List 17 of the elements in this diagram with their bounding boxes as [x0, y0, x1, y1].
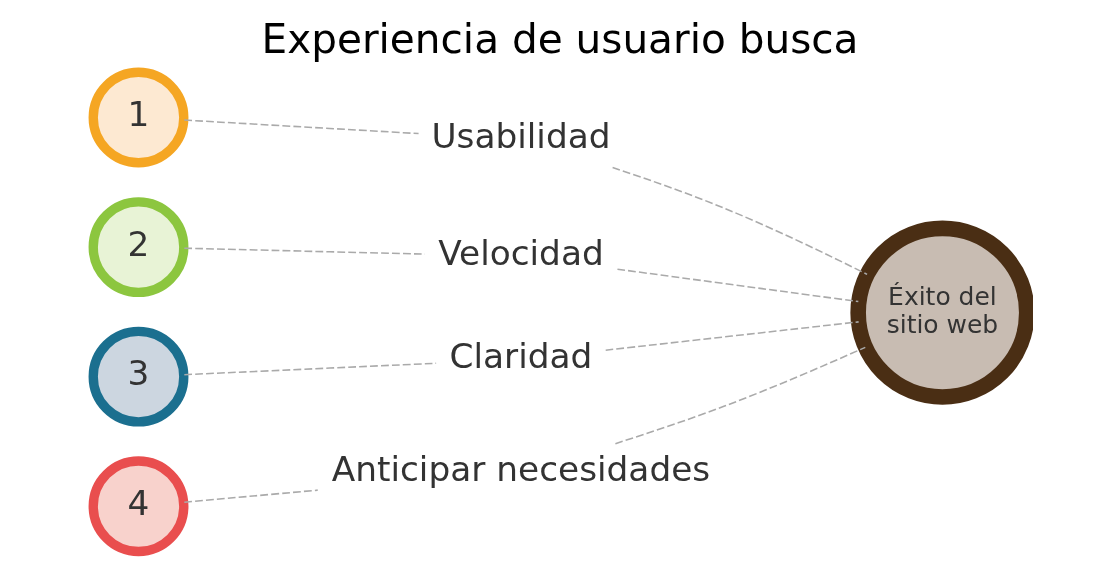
node-circle: Éxito del sitio web	[849, 220, 1033, 405]
node-text: Anticipar necesidades	[331, 448, 710, 489]
node-text: Usabilidad	[430, 116, 611, 157]
connector	[616, 268, 859, 303]
node-circle: 2	[88, 197, 188, 298]
connector	[604, 321, 859, 351]
node-circle: 1	[88, 67, 188, 168]
node-text: Claridad	[449, 336, 592, 377]
diagram-title: Experiencia de usuario busca	[261, 15, 858, 64]
node-circle: 4	[88, 456, 188, 557]
node-circle: 3	[88, 326, 188, 427]
node-text: Velocidad	[437, 233, 604, 274]
connector	[611, 166, 868, 276]
connector	[614, 346, 866, 445]
connector	[183, 489, 318, 503]
connector	[183, 362, 437, 376]
connector	[183, 119, 419, 135]
